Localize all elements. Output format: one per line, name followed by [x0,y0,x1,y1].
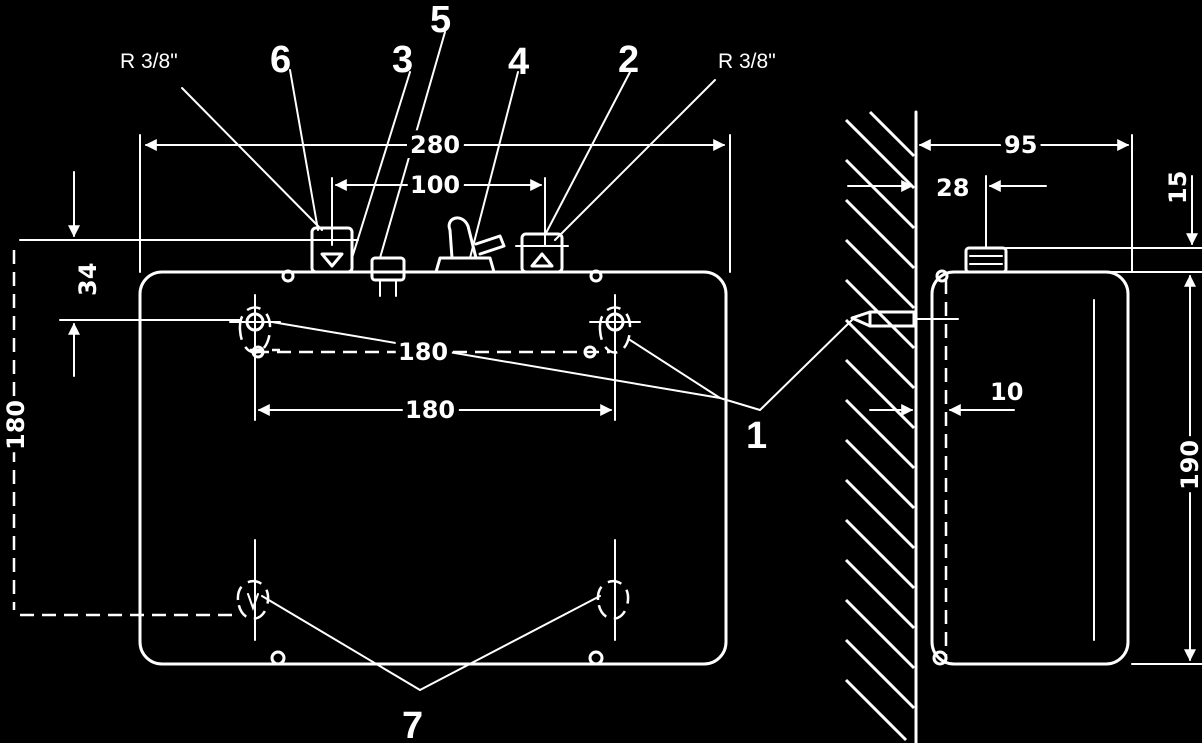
dim-text-10: 10 [990,378,1023,406]
side-connector [964,246,1008,274]
label-thread-left: R 3/8" [120,50,178,73]
label-part-5: 5 [430,0,451,41]
connector-left [305,226,359,274]
fitting-center-left [370,256,406,297]
label-part-7: 7 [402,705,423,743]
front-view [12,31,761,691]
connector-right [515,232,569,274]
label-part-2: 2 [618,39,639,81]
label-part-4: 4 [508,41,529,83]
label-part-6: 6 [270,39,291,81]
dim-text-180-upper: 180 [405,396,455,424]
dim-text-190: 190 [1176,440,1202,490]
dim-text-100: 100 [410,171,460,199]
wall-hatching [844,110,916,742]
label-part-1: 1 [746,415,767,457]
side-view [847,134,1202,666]
dim-text-280: 280 [410,131,460,159]
side-housing [930,270,1130,666]
front-housing [138,270,728,666]
dim-text-28: 28 [936,174,969,202]
label-part-3: 3 [392,39,413,81]
dim-text-95: 95 [1004,131,1037,159]
mounting-hole-lower-left [236,348,280,620]
wall-screw [850,310,959,328]
valve-center [434,216,506,274]
mounting-hole-lower-right [596,580,630,620]
dim-text-180-lower: 180 [398,338,448,366]
wall-section [759,110,959,743]
label-thread-right: R 3/8" [718,50,776,73]
dim-text-180-left: 180 [2,400,30,450]
dim-text-15: 15 [1164,171,1192,204]
dim-text-34: 34 [74,263,102,296]
